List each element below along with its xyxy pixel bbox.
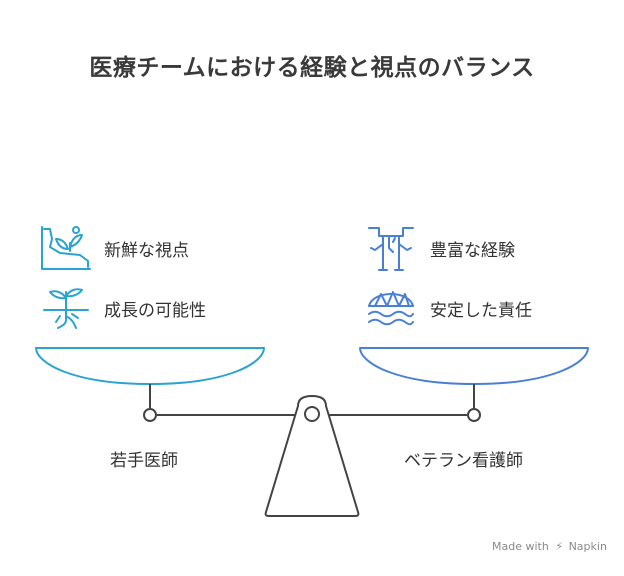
made-with-text: Made with [492,540,549,553]
napkin-brand: Napkin [568,540,607,553]
left-beam-pivot [143,408,157,422]
left-side-label: 若手医師 [110,451,178,471]
left-item-label-growth-potential: 成長の可能性 [104,301,206,321]
left-scale-pan [35,347,265,385]
bridge-waves-icon [368,291,414,326]
napkin-logo-icon: ⚡ [555,540,564,553]
scale-stand [264,395,360,517]
pillar-tree-icon [368,227,414,271]
left-item-label-fresh-perspective: 新鮮な視点 [104,241,189,261]
right-beam-pivot [467,408,481,422]
napkin-footer[interactable]: Made with ⚡ Napkin [492,540,607,553]
diagram-title: 医療チームにおける経験と視点のバランス [89,55,535,81]
right-item-label-rich-experience: 豊富な経験 [430,241,515,261]
center-pivot [304,406,320,422]
leaf-cliff-icon [41,226,91,270]
right-side-label: ベテラン看護師 [404,451,523,471]
sprout-roots-icon [43,288,89,329]
right-item-label-stable-responsibility: 安定した責任 [430,301,532,321]
right-scale-pan [359,347,589,385]
